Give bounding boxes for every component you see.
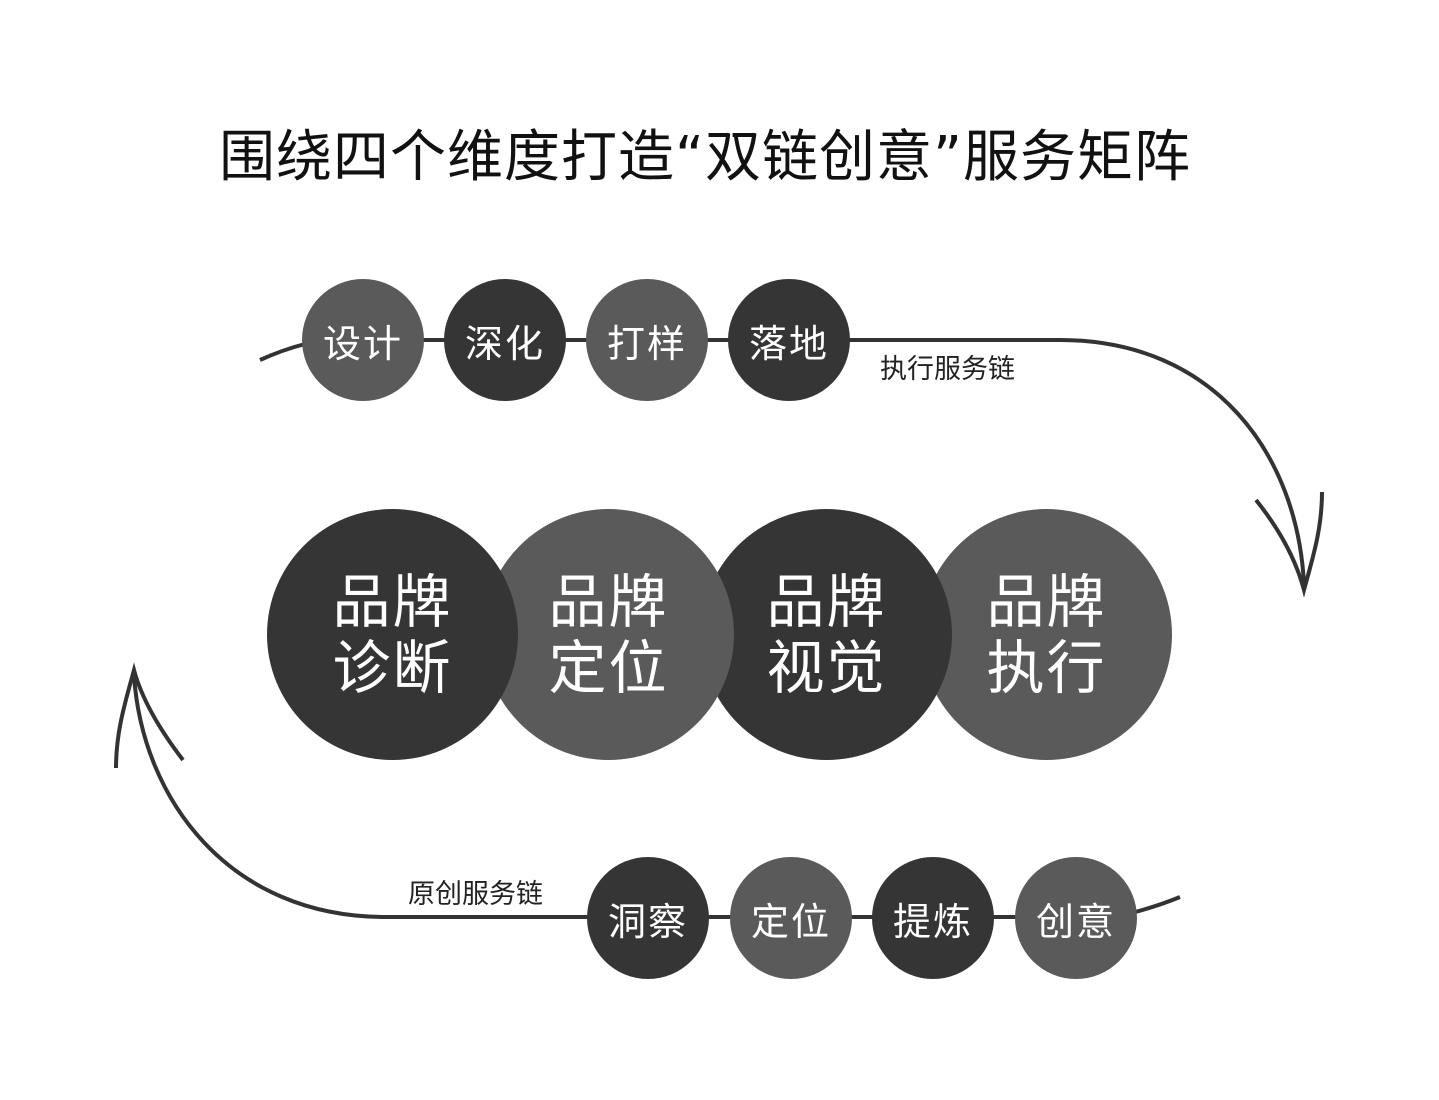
- original-node-refine: 提炼: [872, 857, 994, 979]
- dimension-circle-brand-positioning: 品牌 定位: [483, 509, 734, 760]
- dimension-circle-brand-diagnosis: 品牌 诊断: [267, 509, 518, 760]
- dimension-circle-brand-visual: 品牌 视觉: [701, 509, 952, 760]
- original-node-positioning: 定位: [730, 857, 852, 979]
- page-title: 围绕四个维度打造“双链创意”服务矩阵: [218, 125, 1192, 190]
- original-chain-arrowhead: [114, 662, 185, 769]
- dimension-line2: 视觉: [766, 633, 887, 702]
- dimension-circle-brand-execution: 品牌 执行: [921, 509, 1172, 760]
- original-chain-arrow-curve: [132, 674, 595, 919]
- dimension-line1: 品牌: [332, 567, 453, 636]
- original-chain-label: 原创服务链: [408, 879, 543, 910]
- dimension-line1: 品牌: [548, 567, 669, 636]
- execution-chain-arrowhead: [1254, 491, 1324, 598]
- execution-chain-label: 执行服务链: [880, 354, 1015, 385]
- dimension-line1: 品牌: [986, 567, 1107, 636]
- original-node-creative: 创意: [1015, 857, 1137, 979]
- original-node-insight: 洞察: [587, 857, 709, 979]
- original-chain-tail: [1134, 895, 1181, 914]
- dimension-line2: 执行: [986, 633, 1107, 702]
- execution-chain-lead-in: [259, 342, 306, 362]
- execution-node-implement: 落地: [728, 279, 850, 401]
- execution-node-deepen: 深化: [444, 279, 566, 401]
- dimension-line1: 品牌: [766, 567, 887, 636]
- execution-chain-arrow-curve: [850, 338, 1306, 586]
- execution-node-design: 设计: [302, 279, 424, 401]
- execution-node-prototype: 打样: [586, 279, 708, 401]
- dimension-line2: 定位: [548, 633, 669, 702]
- dimension-line2: 诊断: [332, 633, 453, 702]
